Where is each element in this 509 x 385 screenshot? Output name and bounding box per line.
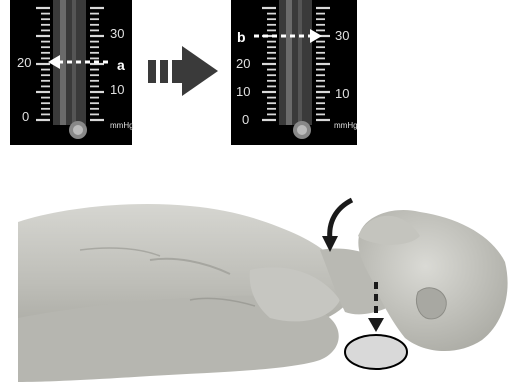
valve-knob-icon <box>293 121 311 139</box>
unit-label: mmHg <box>334 121 358 130</box>
valve-knob-icon <box>69 121 87 139</box>
manometer-right: 20 10 0 30 10 mmHg b <box>231 0 358 145</box>
unit-label: mmHg <box>110 121 134 130</box>
left-scale-label-0: 0 <box>22 109 29 124</box>
pressure-pad <box>345 335 407 369</box>
left-scale-label-0: 0 <box>242 112 249 127</box>
supine-body-figure <box>18 204 508 382</box>
ear <box>416 288 446 319</box>
right-scale-label-10: 10 <box>335 86 349 101</box>
left-scale-label-20: 20 <box>17 55 31 70</box>
curved-arrow-icon <box>322 200 352 252</box>
marker-label-b: b <box>237 29 246 45</box>
left-scale-label-10: 10 <box>236 84 250 99</box>
block-arrow-right-icon <box>148 46 218 96</box>
marker-label-a: a <box>117 57 125 73</box>
right-scale-label-10: 10 <box>110 82 124 97</box>
right-scale-label-30: 30 <box>335 28 349 43</box>
manometer-left: 20 0 30 10 mmHg a <box>10 0 134 145</box>
right-scale-label-30: 30 <box>110 26 124 41</box>
left-scale-label-20: 20 <box>236 56 250 71</box>
